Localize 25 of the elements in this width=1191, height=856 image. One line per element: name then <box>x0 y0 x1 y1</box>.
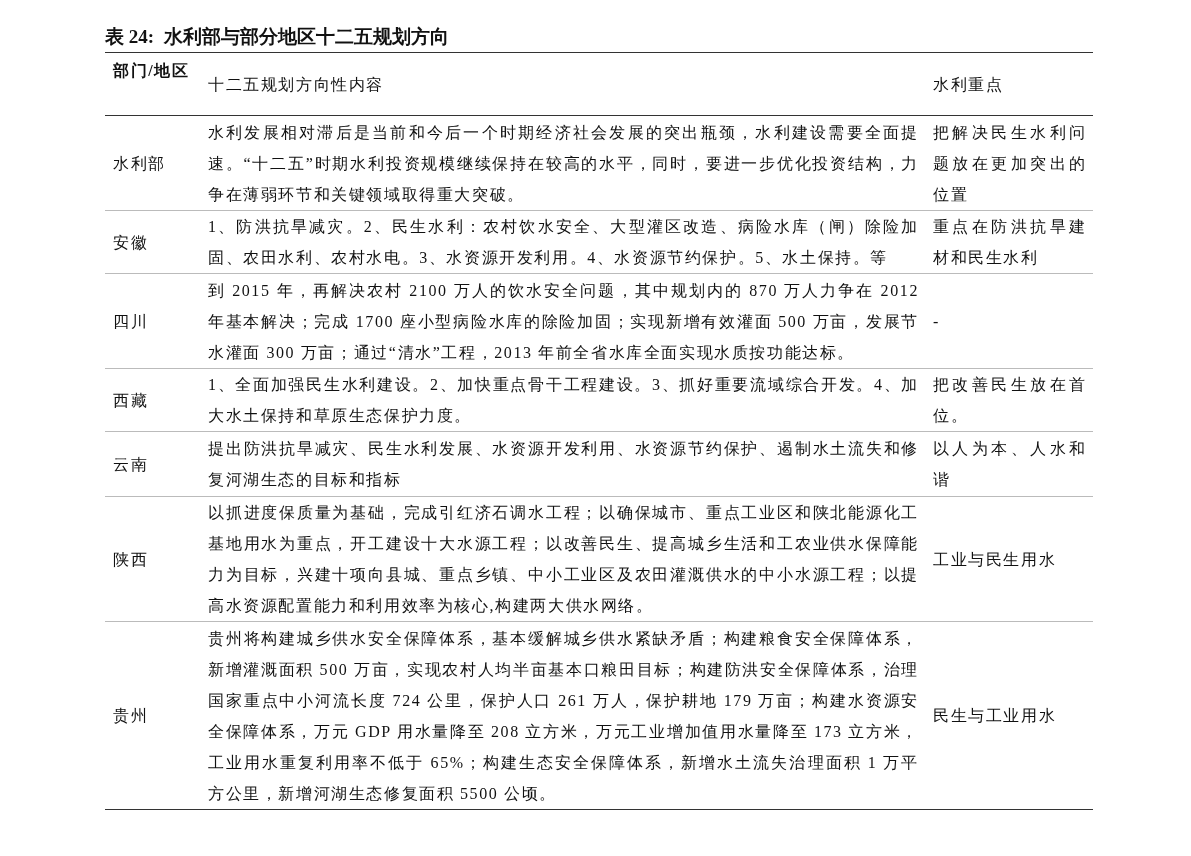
region-name: 四川 <box>105 273 200 369</box>
table-title: 表 24: 水利部与部分地区十二五规划方向 <box>105 25 449 49</box>
region-name: 贵州 <box>105 621 200 810</box>
region-name: 陕西 <box>105 496 200 622</box>
focus-text: 重点在防洪抗旱建材和民生水利 <box>925 210 1093 274</box>
focus-text: 把改善民生放在首位。 <box>925 368 1093 432</box>
plan-text: 贵州将构建城乡供水安全保障体系，基本缓解城乡供水紧缺矛盾；构建粮食安全保障体系，新增灌溉面积 500 万亩，实现农村人均半亩基本口粮田目标；构建防洪安全保障体系，治理国家重点中小河流长度 724 公里，保护人口 261 万人，保护耕地 179 万亩；构建水资源安全保障体系，万元 GDP 用水量降至 208 立方米，万元工业增加值用水量降至 173 立方米，工业用水重复利用率不低于 65%；构建生态安全保障体系，新增水土流失治理面积 1 万平方公里，新增河湖生态修复面积 5500 公顷。 <box>200 621 925 810</box>
focus-text: 民生与工业用水 <box>925 621 1093 810</box>
plan-text: 1、防洪抗旱减灾。2、民生水利：农村饮水安全、大型灌区改造、病险水库（闸）除险加固、农田水利、农村水电。3、水资源开发利用。4、水资源节约保护。5、水土保持。等 <box>200 210 925 274</box>
plan-text: 提出防洪抗旱减灾、民生水利发展、水资源开发利用、水资源节约保护、遏制水土流失和修复河湖生态的目标和指标 <box>200 431 925 497</box>
column-header: 十二五规划方向性内容 <box>200 52 925 116</box>
plan-text: 水利发展相对滞后是当前和今后一个时期经济社会发展的突出瓶颈，水利建设需要全面提速。“十二五”时期水利投资规模继续保持在较高的水平，同时，要进一步优化投资结构，力争在薄弱环节和关键领域取得重大突破。 <box>200 115 925 211</box>
focus-text: 把解决民生水利问题放在更加突出的位置 <box>925 115 1093 211</box>
region-name: 云南 <box>105 431 200 497</box>
focus-text: 以人为本、人水和谐 <box>925 431 1093 497</box>
focus-text: 工业与民生用水 <box>925 496 1093 622</box>
region-name: 水利部 <box>105 115 200 211</box>
plan-text: 1、全面加强民生水利建设。2、加快重点骨干工程建设。3、抓好重要流域综合开发。4、加大水土保持和草原生态保护力度。 <box>200 368 925 432</box>
region-name: 安徽 <box>105 210 200 274</box>
plan-text: 到 2015 年，再解决农村 2100 万人的饮水安全问题，其中规划内的 870 万人力争在 2012 年基本解决；完成 1700 座小型病险水库的除险加固；实现新增有效灌面 500 万亩，发展节水灌面 300 万亩；通过“清水”工程，2013 年前全省水库全面实现水质按功能达标。 <box>200 273 925 369</box>
plan-text: 以抓进度保质量为基础，完成引红济石调水工程；以确保城市、重点工业区和陕北能源化工基地用水为重点，开工建设十大水源工程；以改善民生、提高城乡生活和工农业供水保障能力为目标，兴建十项向县城、重点乡镇、中小工业区及农田灌溉供水的中小水源工程；以提高水资源配置能力和利用效率为核心,构建两大供水网络。 <box>200 496 925 622</box>
focus-text: - <box>925 273 1093 369</box>
region-name: 西藏 <box>105 368 200 432</box>
column-header: 部门/地区 <box>105 52 200 116</box>
column-header: 水利重点 <box>925 52 1093 116</box>
